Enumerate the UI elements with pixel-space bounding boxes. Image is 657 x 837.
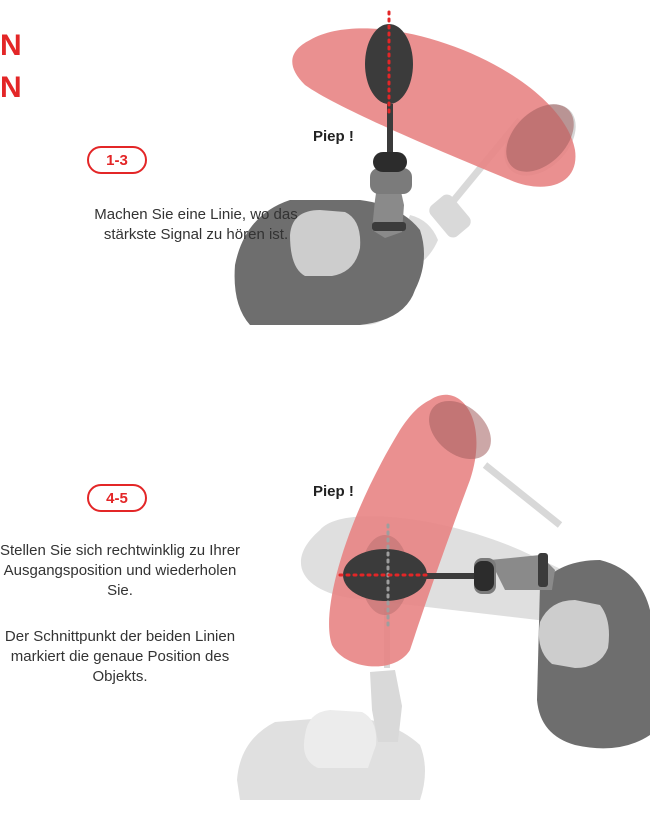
step-1-3-instruction: Machen Sie eine Linie, wo das stärkste S…	[94, 206, 298, 243]
step-badge-1-3: 1-3	[87, 146, 147, 174]
sweep-band-1	[292, 28, 576, 187]
person-figure-1	[234, 168, 424, 325]
scene-step-4-5	[237, 394, 650, 800]
detector-handle	[373, 152, 407, 172]
person-figure-2	[474, 553, 650, 749]
beep-label-2: Piep !	[313, 483, 354, 500]
step-4-5-result: Der Schnittpunkt der beiden Linien marki…	[4, 628, 236, 685]
scene-step-1-3	[234, 10, 576, 325]
ghost-swing-shaft	[482, 462, 563, 528]
beep-label-1: Piep !	[313, 128, 354, 145]
page-heading-line-1: N	[0, 29, 22, 62]
detector-handle-2	[474, 561, 494, 591]
step-4-5-instruction: Stellen Sie sich rechtwinklig zu Ihrer A…	[0, 542, 241, 599]
ghost-coil-2	[429, 400, 491, 460]
page-heading-line-2: N	[0, 71, 22, 104]
step-badge-4-5: 4-5	[87, 484, 147, 512]
ghost-coil-overlay	[506, 104, 574, 172]
